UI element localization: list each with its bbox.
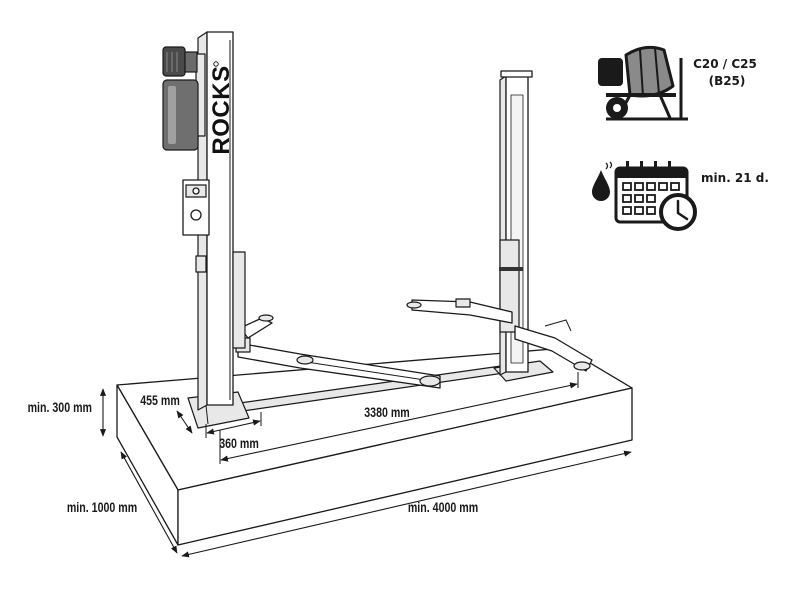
left-front-lift-pad — [419, 375, 441, 387]
concrete-class-label: C20 / C25 — [693, 57, 757, 71]
curing-time-label: min. 21 d. — [701, 171, 769, 185]
mixer-drum-stripe — [654, 47, 660, 95]
left-front-arm-telescope-line — [299, 360, 439, 383]
oil-tank-highlight — [168, 86, 176, 144]
dimension-base-depth: 455 mm — [140, 393, 193, 434]
dimension-foundation-height: min. 300 mm — [28, 388, 107, 437]
right-front-lift-pad — [573, 361, 591, 371]
post-spacing-label: 3380 mm — [364, 405, 410, 421]
length-dimension-line — [181, 450, 632, 558]
base-width-label: 360 mm — [219, 436, 259, 452]
calendar-ring — [640, 161, 643, 172]
mixer-drum-stripe — [639, 49, 644, 97]
dimension-post-spacing: 3380 mm — [219, 372, 579, 464]
foundation-width-label: min. 1000 mm — [67, 500, 137, 516]
right-rear-arm-hinge — [455, 298, 471, 308]
mixer-wheel-hub — [613, 104, 621, 112]
mixer-leg — [658, 94, 672, 119]
control-switch — [190, 209, 202, 221]
base-depth-label: 455 mm — [140, 393, 180, 409]
dimension-foundation-width: min. 1000 mm — [67, 451, 178, 554]
right-rear-lift-pad — [406, 301, 422, 309]
motor-head — [184, 51, 198, 73]
hydraulic-power-unit — [162, 46, 206, 151]
right-arm-handle — [544, 319, 572, 332]
clock-hands — [676, 199, 689, 221]
left-post-bracket — [195, 255, 207, 273]
water-splash — [605, 161, 613, 170]
registered-mark — [213, 61, 219, 67]
calendar-ring — [626, 161, 629, 172]
right-front-arm — [514, 325, 593, 372]
calendar-day-grid — [622, 182, 680, 215]
left-mid-lift-pad — [296, 355, 314, 365]
left-post-column — [206, 31, 234, 406]
control-indicator — [192, 187, 200, 195]
dimension-foundation-length: min. 4000 mm — [181, 450, 632, 558]
right-lift-arms — [406, 298, 593, 372]
water-drop-icon — [592, 161, 613, 201]
concrete-mixer-icon — [598, 45, 688, 121]
width-dimension-line — [120, 451, 178, 554]
concrete-class-alt-label: (B25) — [709, 74, 746, 88]
control-box — [182, 179, 210, 236]
right-post-safety-lock — [499, 267, 523, 271]
water-drop — [592, 170, 610, 201]
right-post-carriage — [499, 239, 520, 333]
left-post-carriage — [232, 251, 246, 349]
post-spacing-dimension-line — [220, 382, 578, 462]
mixer-motor-housing — [598, 58, 623, 86]
right-post-top-cap — [500, 70, 533, 78]
calendar-header — [616, 168, 687, 178]
right-post — [493, 70, 554, 382]
calendar-ring — [668, 161, 671, 172]
base-depth-dimension-line — [176, 410, 193, 434]
left-rear-lift-pad — [258, 314, 274, 322]
clock-icon — [659, 193, 697, 231]
electric-motor — [162, 46, 186, 77]
mixer-drum — [624, 45, 675, 98]
calendar-ring — [654, 161, 657, 172]
rocks-logo: ROCKS — [208, 65, 235, 154]
foundation-length-label: min. 4000 mm — [408, 500, 478, 516]
foundation-height-label: min. 300 mm — [28, 400, 92, 416]
